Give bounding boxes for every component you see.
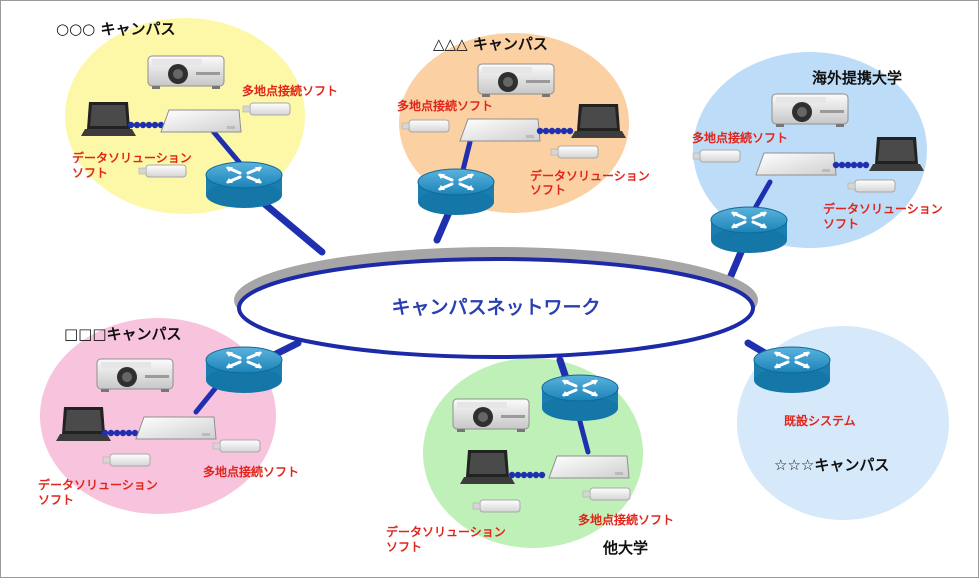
projector-icon [96, 358, 174, 393]
usb-dongle-icon [472, 499, 521, 513]
projector-icon [147, 55, 225, 90]
usb-dongle-icon [138, 164, 187, 178]
router-icon [204, 345, 284, 395]
data-solution-label-2: ソフト [530, 183, 566, 197]
router-icon [752, 345, 832, 395]
usb-dongle-icon [847, 179, 896, 193]
multipoint-soft-label: 多地点接続ソフト [692, 130, 788, 145]
video-codec-icon [135, 416, 217, 440]
projector-icon [452, 398, 530, 433]
campus-name-maru: ○○○ キャンパス [56, 20, 176, 38]
campus-name-tadaigaku: 他大学 [602, 539, 648, 557]
router-icon [416, 167, 496, 217]
campus-name-hoshi: ☆☆☆キャンパス [774, 456, 889, 474]
data-solution-label-2: ソフト [823, 217, 859, 231]
data-solution-label: データソリューション [72, 150, 192, 165]
laptop-icon [460, 450, 515, 484]
video-codec-icon [459, 118, 541, 142]
campus-network-label: キャンパスネットワーク [391, 297, 600, 319]
data-solution-label-2: ソフト [386, 540, 422, 554]
campus-name-kaigai: 海外提携大学 [812, 69, 902, 87]
laptop-icon [869, 137, 924, 171]
projector-icon [771, 93, 849, 128]
laptop-icon [81, 102, 136, 136]
campus-bubble-kaigai [693, 52, 927, 248]
video-codec-icon [160, 109, 242, 133]
video-codec-icon [548, 455, 630, 479]
router-icon [204, 160, 284, 210]
usb-dongle-icon [212, 439, 261, 453]
usb-dongle-icon [242, 102, 291, 116]
data-solution-label-2: ソフト [38, 493, 74, 507]
existing-system-label: 既設システム [784, 413, 856, 428]
campus-name-sankaku: △△△ キャンパス [433, 35, 548, 53]
router-icon [540, 373, 620, 423]
projector-icon [477, 63, 555, 98]
multipoint-soft-label: 多地点接続ソフト [578, 512, 674, 527]
data-solution-label: データソリューション [38, 477, 158, 492]
multipoint-soft-label: 多地点接続ソフト [397, 98, 493, 113]
usb-dongle-icon [692, 149, 741, 163]
campus-name-shikaku: □□□キャンパス [64, 325, 182, 343]
data-solution-label: データソリューション [823, 201, 943, 216]
laptop-icon [571, 104, 626, 138]
usb-dongle-icon [582, 487, 631, 501]
multipoint-soft-label: 多地点接続ソフト [203, 464, 299, 479]
multipoint-soft-label: 多地点接続ソフト [242, 83, 338, 98]
usb-dongle-icon [550, 145, 599, 159]
data-solution-label: データソリューション [530, 168, 650, 183]
laptop-icon [56, 407, 111, 441]
router-icon [709, 205, 789, 255]
video-codec-icon [755, 152, 837, 176]
data-solution-label-2: ソフト [72, 166, 108, 180]
campus-network-ring [237, 257, 755, 359]
data-solution-label: データソリューション [386, 524, 506, 539]
usb-dongle-icon [102, 453, 151, 467]
usb-dongle-icon [401, 119, 450, 133]
